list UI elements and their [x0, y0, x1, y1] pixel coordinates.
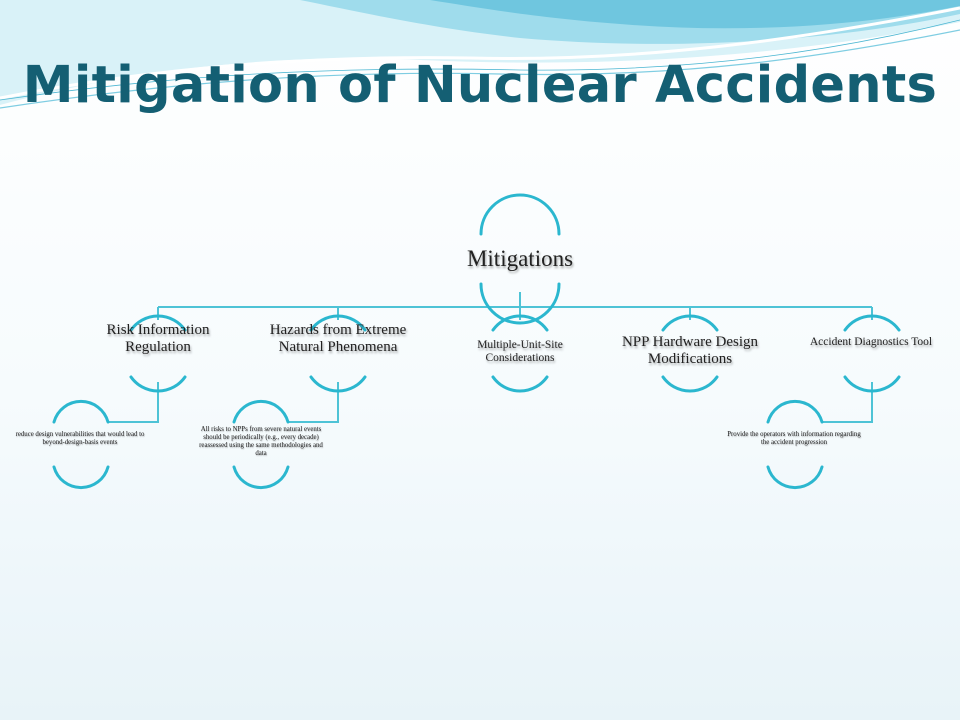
child-2-arc-bottom: [232, 465, 290, 490]
connector-child-5: [822, 382, 873, 423]
branch-4-arc-bottom: [661, 375, 719, 393]
child-1-arc-top: [52, 399, 110, 424]
child-5-label: Provide the operators with information r…: [727, 431, 861, 447]
branch-5-arc-top: [843, 314, 901, 332]
child-1-label: reduce design vulnerabilities that would…: [15, 431, 145, 447]
branch-2-arc-bottom: [309, 375, 367, 393]
root-node-arc-top: [479, 193, 561, 236]
child-5-arc-bottom: [766, 465, 824, 490]
slide-title: Mitigation of Nuclear Accidents: [22, 56, 938, 115]
branch-4-label: NPP Hardware Design Modifications: [621, 334, 759, 367]
node-arcs: [52, 193, 901, 490]
branch-5-label: Accident Diagnostics Tool: [809, 336, 933, 348]
branch-1-arc-bottom: [129, 375, 187, 393]
branch-1-label: Risk Information Regulation: [106, 322, 210, 355]
branch-4-arc-top: [661, 314, 719, 332]
branch-2-arc-top: [309, 314, 367, 332]
branch-1-arc-top: [129, 314, 187, 332]
connector-child-2: [288, 382, 339, 423]
root-node-label: Mitigations: [466, 246, 574, 271]
connectors: [108, 292, 873, 423]
branch-3-label: Multiple-Unit-Site Considerations: [477, 339, 563, 365]
branch-5-arc-bottom: [843, 375, 901, 393]
child-2-label: All risks to NPPs from severe natural ev…: [199, 426, 323, 458]
branch-3-arc-top: [491, 314, 549, 332]
connector-child-1: [108, 382, 159, 423]
branch-2-label: Hazards from Extreme Natural Phenomena: [269, 322, 407, 355]
root-node-arc-bottom: [479, 282, 561, 325]
child-1-arc-bottom: [52, 465, 110, 490]
child-5-arc-top: [766, 399, 824, 424]
child-2-arc-top: [232, 399, 290, 424]
branch-3-arc-bottom: [491, 375, 549, 393]
